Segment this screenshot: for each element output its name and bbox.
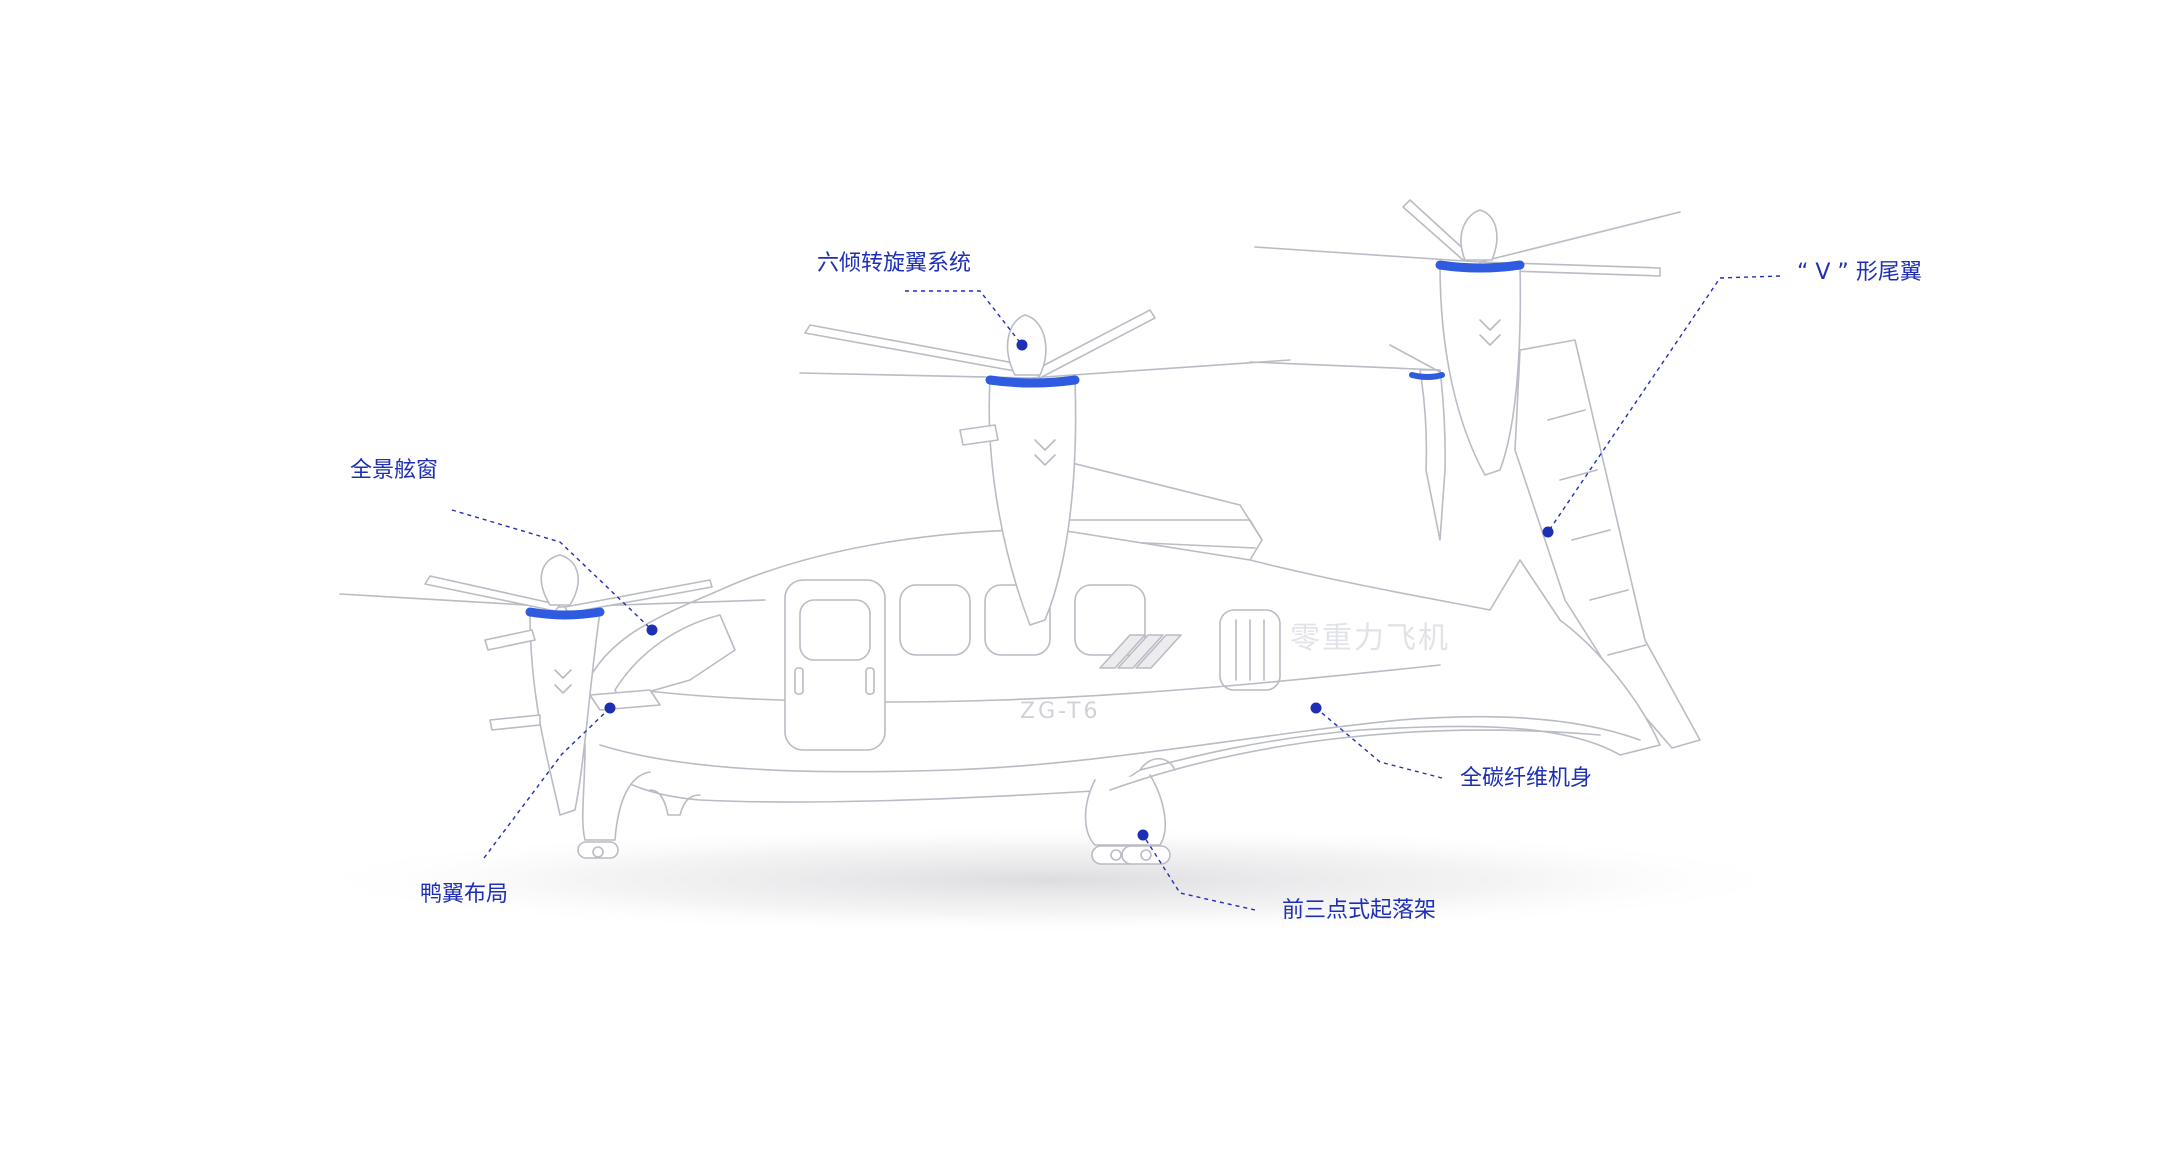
callout-label-canard: 鸭翼布局 (420, 882, 509, 907)
hub-rings (525, 260, 1525, 620)
brand-marking: 零重力飞机 (1290, 621, 1450, 656)
callout-dot-panoramic-window (646, 624, 658, 636)
cabin-door (784, 579, 886, 751)
cockpit-window (614, 614, 736, 701)
leader-line-canard (483, 707, 611, 859)
middle-hub-ring (985, 375, 1080, 388)
rear-rotor-nacelle (1439, 264, 1522, 476)
callout-label-landing-gear: 前三点式起落架 (1282, 898, 1437, 923)
callout-dot-landing-gear (1137, 829, 1149, 841)
callout-dot-v-tail (1542, 526, 1554, 538)
callout-dot-carbon-fuselage (1310, 702, 1322, 714)
leader-line-v-tail (1547, 275, 1781, 533)
far-hub-ring (1409, 372, 1445, 380)
rear-rotor (1254, 199, 1681, 476)
callout-label-v-tail: “ V ” 形尾翼 (1797, 260, 1922, 285)
registration-marking: ZG-T6 (1020, 699, 1100, 724)
callout-dot-tilt-rotor (1016, 339, 1028, 351)
v-tail-fin (1514, 339, 1701, 749)
front-rotor-nacelle (529, 611, 601, 816)
callout-label-carbon-fuselage: 全碳纤维机身 (1460, 766, 1593, 791)
leader-line-tilt-rotor (905, 290, 1023, 346)
leader-line-panoramic-window (451, 509, 653, 631)
callout-label-tilt-rotor: 六倾转旋翼系统 (817, 251, 972, 276)
rear-hub-ring (1435, 260, 1525, 273)
leader-line-carbon-fuselage (1315, 707, 1443, 779)
front-landing-gear (581, 744, 651, 841)
callout-label-panoramic-window: 全景舷窗 (350, 458, 439, 483)
main-landing-gear (1084, 774, 1166, 846)
callout-dot-canard (604, 702, 616, 714)
leader-line-landing-gear (1142, 834, 1256, 911)
front-hub-ring (525, 607, 605, 620)
cabin-window (899, 584, 971, 656)
ground-shadow (290, 825, 1810, 935)
rear-rotor-far-nacelle (1419, 369, 1446, 541)
middle-rotor (799, 309, 1291, 626)
